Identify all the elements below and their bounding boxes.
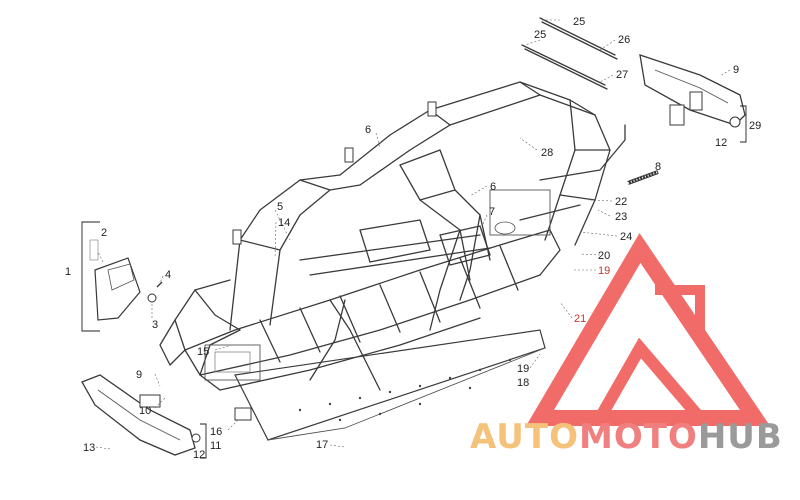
callout-10: 10 [139, 405, 151, 417]
roof-crossbars [521, 17, 618, 90]
callout-21: 21 [574, 313, 586, 325]
callout-23: 23 [615, 211, 627, 223]
callout-20: 20 [598, 250, 610, 262]
watermark-brand-text: AUTOMOTOHUB [470, 417, 783, 457]
callout-16: 16 [210, 426, 222, 438]
watermark-auto: AUTO [470, 417, 579, 457]
callout-9-front: 9 [136, 369, 142, 381]
callout-12-rear: 12 [715, 137, 727, 149]
callout-13: 13 [83, 442, 95, 454]
front-fascia [89, 239, 163, 321]
hatched-part [627, 170, 659, 185]
callout-18: 18 [517, 377, 529, 389]
callout-12-front: 12 [193, 449, 205, 461]
callout-19-upper: 19 [598, 265, 610, 277]
floor-pan [234, 329, 546, 441]
callout-3: 3 [152, 319, 158, 331]
callout-4: 4 [165, 269, 171, 281]
callout-17: 17 [316, 439, 328, 451]
watermark-hub: HUB [698, 417, 783, 457]
callout-11: 11 [210, 440, 221, 452]
leader-lines [95, 19, 731, 450]
watermark-moto: MOTO [579, 417, 698, 457]
callout-5: 5 [277, 201, 283, 213]
callout-14: 14 [278, 217, 290, 229]
callout-7: 7 [489, 206, 495, 218]
callout-27: 27 [616, 69, 628, 81]
callout-25-top: 25 [573, 16, 585, 28]
callout-6-lower: 6 [490, 181, 496, 193]
callout-brackets [81, 105, 747, 459]
callout-19-lower: 19 [517, 363, 529, 375]
callout-15: 15 [197, 346, 209, 358]
callout-8: 8 [655, 161, 661, 173]
callout-labels: 25 25 26 27 9 29 12 6 28 8 6 22 23 24 5 … [65, 16, 761, 461]
callout-26: 26 [618, 34, 630, 46]
callout-2: 2 [101, 227, 107, 239]
front-bumper [81, 374, 252, 456]
callout-24: 24 [620, 231, 632, 243]
main-frame [159, 81, 626, 391]
callout-25: 25 [534, 29, 546, 41]
callout-29: 29 [749, 120, 761, 132]
watermark-logo [526, 233, 771, 426]
callout-1: 1 [65, 266, 71, 278]
callout-22: 22 [615, 196, 627, 208]
callout-6-upper: 6 [365, 124, 371, 136]
rear-bumper [639, 54, 746, 128]
callout-28: 28 [541, 147, 553, 159]
callout-9-rear: 9 [733, 64, 739, 76]
